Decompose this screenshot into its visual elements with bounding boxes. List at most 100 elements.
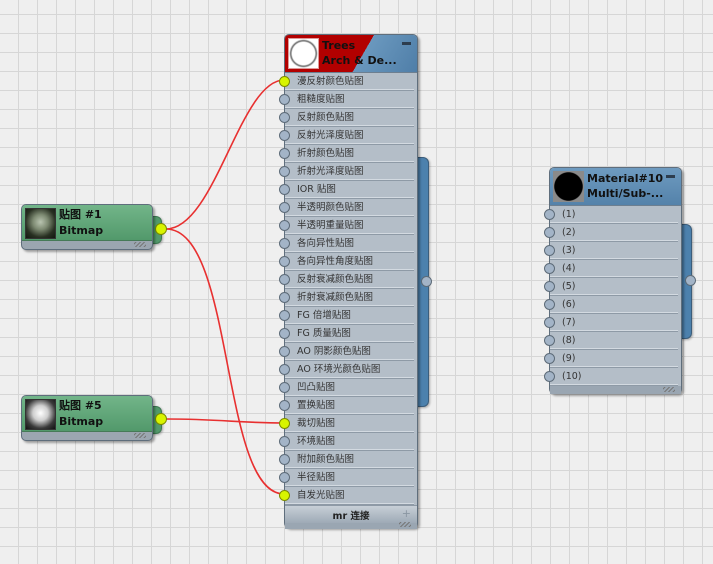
slot-row[interactable]: 漫反射颜色贴图 [279,73,414,91]
trees-output-port[interactable] [421,276,432,287]
input-port[interactable] [279,346,290,357]
node-material-10[interactable]: Material#10 Multi/Sub-... (1) (2)(3)(4)(5… [544,167,682,394]
slot-row[interactable]: 反射颜色贴图 [279,109,414,127]
slot-row[interactable]: 折射颜色贴图 [279,145,414,163]
resize-grip-icon[interactable] [134,242,146,247]
slot-row[interactable]: (8) [544,332,678,350]
node-bitmap-1[interactable]: 贴图 #1 Bitmap [21,204,153,250]
input-port[interactable] [544,245,555,256]
material10-output-port[interactable] [685,275,696,286]
input-port[interactable] [279,382,290,393]
slot-row[interactable]: 反射衰减颜色贴图 [279,271,414,289]
slot-row[interactable]: (6) [544,296,678,314]
slot-row[interactable]: 粗糙度贴图 [279,91,414,109]
input-port[interactable] [279,328,290,339]
input-port[interactable] [544,371,555,382]
input-port[interactable] [279,472,290,483]
slot-label: (8) [562,335,576,346]
wire-bitmap1-diffuse[interactable] [165,79,285,230]
slot-label: AO 环境光颜色贴图 [297,364,381,375]
slot-label: (6) [562,299,576,310]
input-port[interactable] [279,148,290,159]
resize-grip-icon[interactable] [134,433,146,438]
node-header[interactable]: 贴图 #5 Bitmap [22,396,152,432]
material-preview-thumbnail [288,38,319,69]
slot-row[interactable]: (3) [544,242,678,260]
node-footer[interactable]: mr 连接 + [285,505,417,523]
node-header[interactable]: Trees Arch & De... [285,35,417,73]
input-port[interactable] [544,335,555,346]
input-port[interactable] [544,353,555,364]
input-port[interactable] [279,166,290,177]
slot-row[interactable]: 附加颜色贴图 [279,451,414,469]
slot-row[interactable]: (4) [544,260,678,278]
wire-bitmap5-cutout[interactable] [165,418,285,424]
slot-row[interactable]: 折射光泽度贴图 [279,163,414,181]
slot-row[interactable]: (5) [544,278,678,296]
slot-row[interactable]: AO 环境光颜色贴图 [279,361,414,379]
collapse-icon[interactable] [402,42,411,45]
slot-row[interactable]: (7) [544,314,678,332]
slot-row[interactable]: 半透明颜色贴图 [279,199,414,217]
slot-row[interactable]: 自发光贴图 [279,487,414,505]
slot-row[interactable]: (9) [544,350,678,368]
input-port-connected[interactable] [279,418,290,429]
input-port[interactable] [279,436,290,447]
slot-row[interactable]: 各向异性角度贴图 [279,253,414,271]
slot-row[interactable]: IOR 贴图 [279,181,414,199]
input-port[interactable] [544,209,555,220]
input-port[interactable] [544,299,555,310]
bitmap1-output-port[interactable] [155,223,167,235]
slot-row[interactable]: 折射衰减颜色贴图 [279,289,414,307]
input-port[interactable] [544,263,555,274]
node-header[interactable]: Material#10 Multi/Sub-... [550,168,681,206]
slot-row[interactable]: 裁切贴图 [279,415,414,433]
input-port[interactable] [279,238,290,249]
input-port-connected[interactable] [279,76,290,87]
slot-row[interactable]: 凹凸贴图 [279,379,414,397]
slot-row[interactable]: 置换贴图 [279,397,414,415]
node-header[interactable]: 贴图 #1 Bitmap [22,205,152,241]
slot-row[interactable]: 半透明重量贴图 [279,217,414,235]
slot-row[interactable]: AO 阴影颜色贴图 [279,343,414,361]
input-port[interactable] [279,292,290,303]
wire-bitmap1-selfillum[interactable] [165,228,285,495]
input-port[interactable] [279,94,290,105]
slot-row[interactable]: 反射光泽度贴图 [279,127,414,145]
node-title: Material#10 [587,172,664,185]
slot-row[interactable]: 各向异性贴图 [279,235,414,253]
input-port[interactable] [544,227,555,238]
input-port[interactable] [279,274,290,285]
slot-row[interactable]: FG 倍增贴图 [279,307,414,325]
input-port[interactable] [279,112,290,123]
input-port[interactable] [279,454,290,465]
input-port[interactable] [279,256,290,267]
slot-label: 折射衰减颜色贴图 [297,292,374,303]
resize-grip-icon[interactable] [663,387,675,392]
slot-label: 各向异性贴图 [297,238,355,249]
node-trees-material[interactable]: Trees Arch & De... 漫反射颜色贴图粗糙度贴图反射颜色贴图反射光… [279,34,418,529]
input-port[interactable] [279,184,290,195]
slot-row[interactable]: (1) [544,206,678,224]
input-port-connected[interactable] [279,490,290,501]
slot-row[interactable]: (2) [544,224,678,242]
slot-row[interactable]: 环境贴图 [279,433,414,451]
slot-row[interactable]: FG 质量贴图 [279,325,414,343]
collapse-icon[interactable] [666,175,675,178]
input-port[interactable] [544,281,555,292]
node-bitmap-5[interactable]: 贴图 #5 Bitmap [21,395,153,441]
node-bottom-bar [285,522,417,529]
input-port[interactable] [279,364,290,375]
bitmap5-output-port[interactable] [155,413,167,425]
input-port[interactable] [544,317,555,328]
slot-row[interactable]: (10) [544,368,678,386]
input-port[interactable] [279,400,290,411]
input-port[interactable] [279,202,290,213]
slot-row[interactable]: 半径贴图 [279,469,414,487]
slot-label: (1) [562,209,576,220]
input-port[interactable] [279,310,290,321]
resize-grip-icon[interactable] [399,522,411,527]
input-port[interactable] [279,220,290,231]
input-port[interactable] [279,130,290,141]
plus-icon[interactable]: + [401,507,411,520]
